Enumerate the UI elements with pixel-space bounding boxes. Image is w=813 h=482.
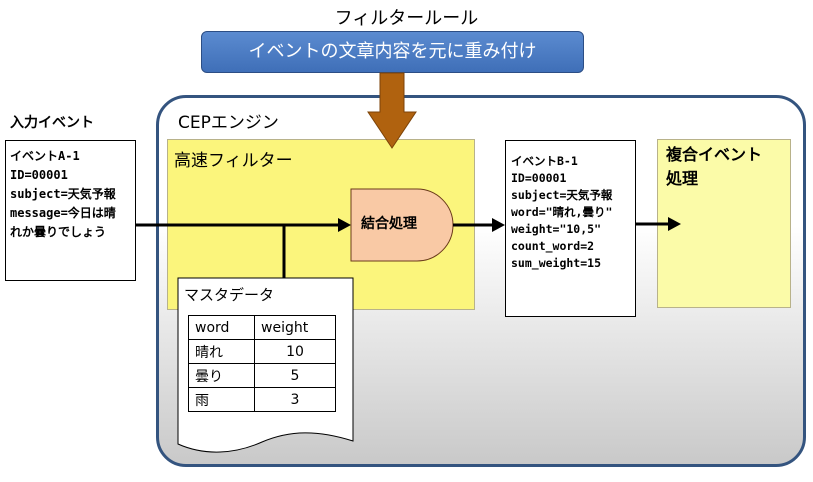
table-header-cell: weight: [254, 315, 336, 340]
output-event-line: イベントB-1: [511, 154, 578, 168]
flow-arrowhead-combine: [338, 218, 351, 232]
table-cell-word: 晴れ: [188, 339, 255, 364]
table-header-row: word weight: [188, 315, 336, 340]
output-event-line: subject=天気予報: [511, 188, 613, 202]
rule-down-arrow: [367, 72, 417, 149]
master-data-table: word weight 晴れ 10 曇り 5 雨 3: [188, 315, 336, 412]
output-event-line: weight="10,5": [511, 222, 602, 236]
complex-event-label-line: 複合イベント: [666, 145, 763, 164]
input-event-line: イベントA-1: [10, 149, 80, 163]
table-cell-word: 雨: [188, 387, 255, 412]
table-row: 曇り 5: [188, 363, 336, 388]
table-cell-weight: 10: [254, 339, 336, 364]
input-event-line: message=今日は晴: [10, 206, 116, 220]
output-event-line: count_word=2: [511, 239, 595, 253]
input-event-line: ID=00001: [10, 168, 68, 182]
table-cell-weight: 5: [254, 363, 336, 388]
output-event-line: word="晴れ,曇り": [511, 205, 613, 219]
combine-process-label: 結合処理: [361, 216, 417, 232]
complex-event-label-line: 処理: [666, 169, 699, 188]
table-cell-word: 曇り: [188, 363, 255, 388]
output-event-card: イベントB-1 ID=00001 subject=天気予報 word="晴れ,曇…: [505, 140, 636, 317]
combine-process-shape: [350, 188, 454, 262]
output-event-line: ID=00001: [511, 171, 567, 185]
input-event-line: subject=天気予報: [10, 187, 116, 201]
flow-arrowhead-output: [492, 218, 505, 232]
input-event-card: イベントA-1 ID=00001 subject=天気予報 message=今日…: [5, 140, 136, 281]
output-event-line: sum_weight=15: [511, 256, 602, 270]
flow-arrowhead-complex: [668, 217, 681, 231]
table-cell-weight: 3: [254, 387, 336, 412]
input-event-label: 入力イベント: [10, 115, 94, 131]
table-row: 晴れ 10: [188, 339, 336, 364]
filter-rule-title: フィルタールール: [334, 8, 479, 29]
table-header-cell: word: [188, 315, 255, 340]
cep-engine-label: CEPエンジン: [178, 113, 279, 133]
table-row: 雨 3: [188, 387, 336, 412]
input-event-line: れか曇りでしょう: [10, 225, 107, 239]
high-speed-filter-label: 高速フィルター: [174, 151, 293, 171]
master-data-label: マスタデータ: [184, 286, 275, 304]
